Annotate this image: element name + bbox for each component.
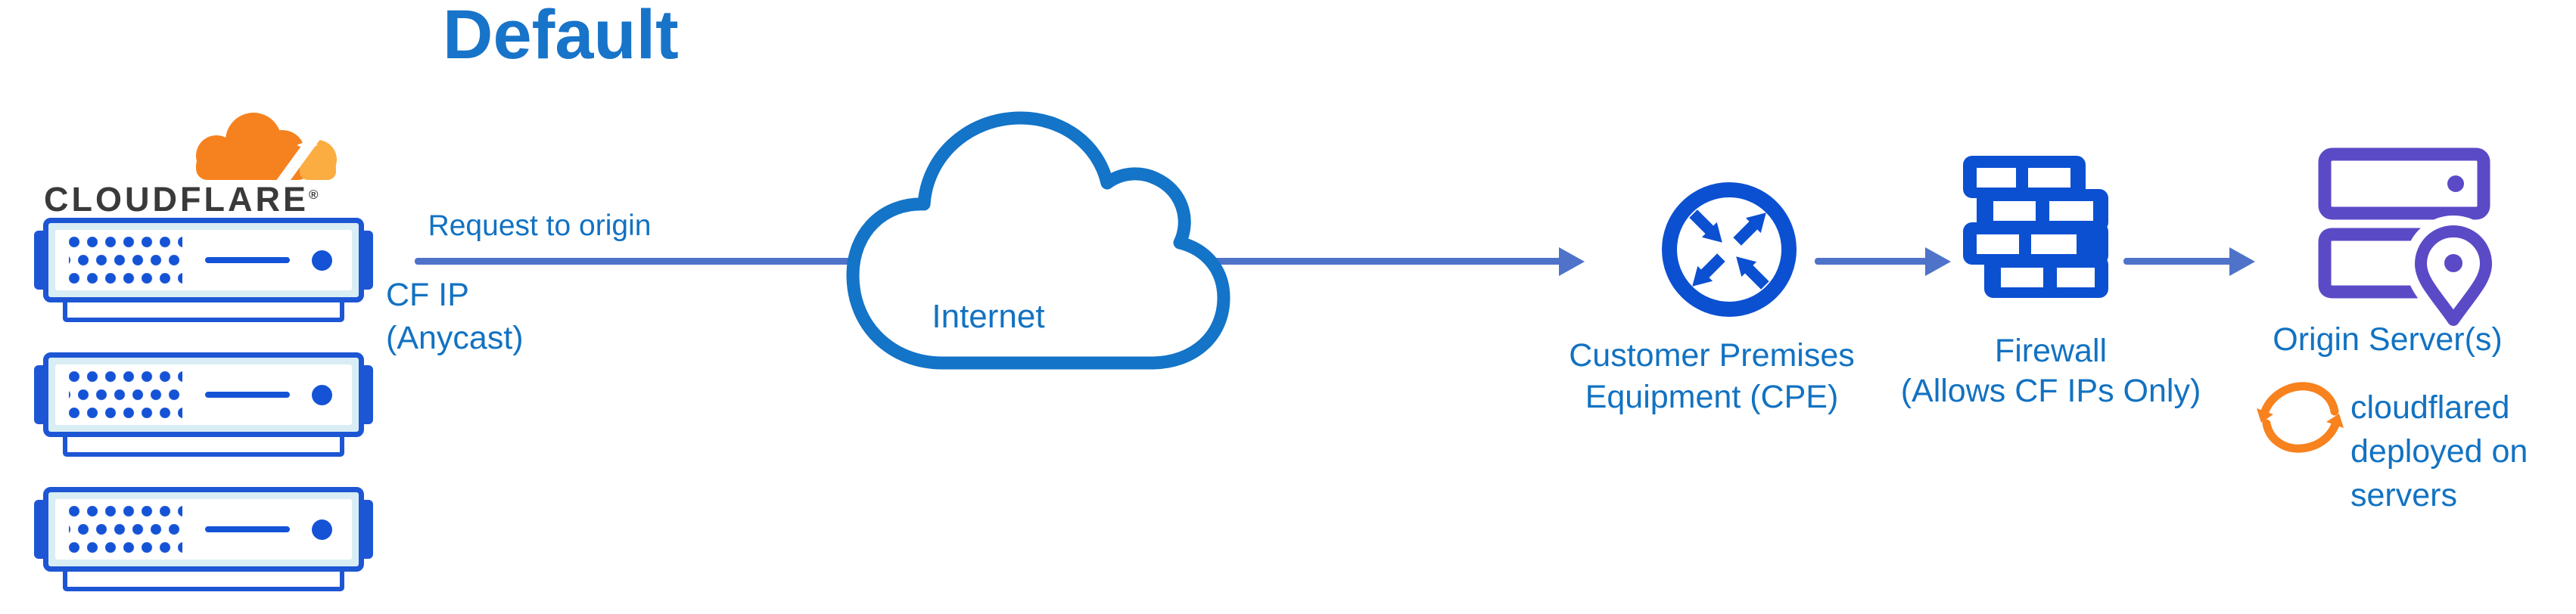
arrowhead-icon: [1925, 247, 1951, 276]
cloudflared-note-line2: deployed on: [2350, 433, 2528, 470]
cf-ip-line2: (Anycast): [386, 320, 524, 356]
arrowhead-icon: [2229, 247, 2255, 276]
arrowhead-icon: [1559, 247, 1585, 276]
cpe-label: Customer Premises Equipment (CPE): [1538, 335, 1886, 418]
server-body: [43, 218, 364, 302]
server-front-panel: [55, 230, 352, 290]
server-power-led: [312, 519, 332, 540]
server-body: [43, 352, 364, 437]
server-slot-line: [204, 392, 290, 398]
server-body: [43, 487, 364, 572]
cpe-router-icon: [1662, 182, 1797, 317]
cloudflare-wordmark: CLOUDFLARE®: [44, 180, 362, 219]
server-slot-line: [204, 526, 290, 532]
cloudflare-edge-server-icon: [34, 218, 373, 322]
firewall-label-line1: Firewall: [1994, 333, 2108, 369]
cloudflare-edge-server-icon: [34, 487, 373, 591]
server-power-led: [312, 250, 332, 271]
server-vent-dots: [69, 506, 182, 553]
server-slot-line: [204, 257, 290, 263]
cf-ip-anycast-label: CF IP (Anycast): [386, 274, 524, 360]
server-vent-dots: [69, 371, 182, 418]
request-to-origin-label: Request to origin: [428, 209, 652, 242]
server-front-panel: [55, 364, 352, 425]
cloudflared-note-line1: cloudflared: [2350, 389, 2510, 426]
firewall-icon: [1963, 156, 2108, 298]
cpe-to-firewall-line: [1815, 258, 1928, 265]
origin-label: Origin Server(s): [2273, 321, 2503, 358]
page-title: Default: [443, 0, 679, 73]
origin-servers-icon: [2318, 147, 2499, 336]
server-vent-dots: [69, 237, 182, 284]
firewall-label: Firewall (Allows CF IPs Only): [1873, 331, 2229, 411]
cf-ip-line1: CF IP: [386, 277, 469, 313]
cloudflare-wordmark-text: CLOUDFLARE: [44, 180, 309, 219]
firewall-label-line2: (Allows CF IPs Only): [1900, 373, 2201, 409]
internet-label: Internet: [932, 298, 1045, 335]
cpe-label-line2: Equipment (CPE): [1585, 379, 1839, 415]
cloudflare-logo-icon: [196, 113, 337, 181]
firewall-to-origin-line: [2123, 258, 2232, 265]
server-front-panel: [55, 499, 352, 560]
internet-cloud-icon: [846, 111, 1230, 370]
cloudflare-edge-server-icon: [34, 352, 373, 457]
server-power-led: [312, 384, 332, 405]
cloudflared-note: cloudflared deployed on servers: [2350, 386, 2528, 517]
cloudflared-sync-icon: [2257, 382, 2344, 453]
registered-trademark: ®: [308, 188, 319, 202]
cloudflared-note-line3: servers: [2350, 477, 2457, 513]
cpe-label-line1: Customer Premises: [1569, 337, 1855, 374]
